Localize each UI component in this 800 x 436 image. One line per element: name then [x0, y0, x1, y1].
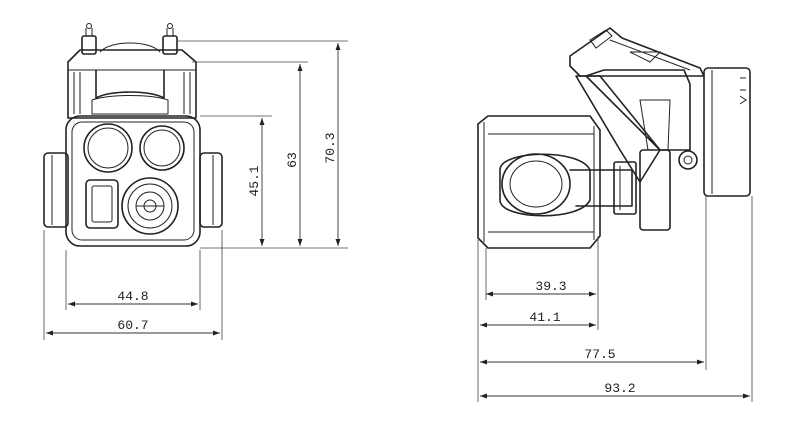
- mounting-plate: [703, 67, 751, 197]
- front-extension-lines: [43, 40, 348, 340]
- left-roller: [43, 152, 69, 228]
- dim-label-44-8: 44.8: [117, 289, 148, 304]
- side-extension-lines: [477, 196, 753, 402]
- dim-label-39-3: 39.3: [535, 279, 566, 294]
- yoke-frame: [67, 49, 197, 119]
- dim-label-60-7: 60.7: [117, 318, 148, 333]
- camera-body-side: [477, 115, 637, 249]
- sensor-window: [85, 179, 119, 229]
- side-lens: [501, 153, 571, 215]
- dim-label-70-3: 70.3: [323, 132, 338, 163]
- right-roller: [199, 152, 223, 228]
- dim-label-45-1: 45.1: [247, 165, 262, 196]
- dim-label-93-2: 93.2: [604, 381, 635, 396]
- dim-label-63: 63: [285, 152, 300, 168]
- top-connectors: [81, 23, 178, 55]
- front-view: 45.1 63 70.3 44.8 60.7: [43, 23, 348, 340]
- dim-label-77-5: 77.5: [584, 347, 615, 362]
- dim-label-41-1: 41.1: [529, 310, 560, 325]
- pivot-knob: [678, 150, 698, 170]
- side-view: 39.3 41.1 77.5 93.2: [477, 27, 753, 402]
- lens-right: [139, 125, 185, 171]
- camera-head: [65, 115, 201, 247]
- lens-left: [83, 123, 133, 173]
- main-lens: [121, 177, 179, 235]
- top-arm: [569, 27, 705, 231]
